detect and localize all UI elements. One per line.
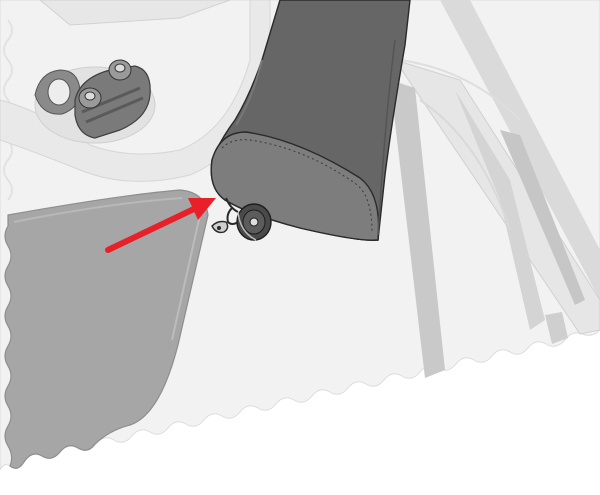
cam-cleat-pair [35,60,155,143]
cockpit-seat [5,190,208,468]
